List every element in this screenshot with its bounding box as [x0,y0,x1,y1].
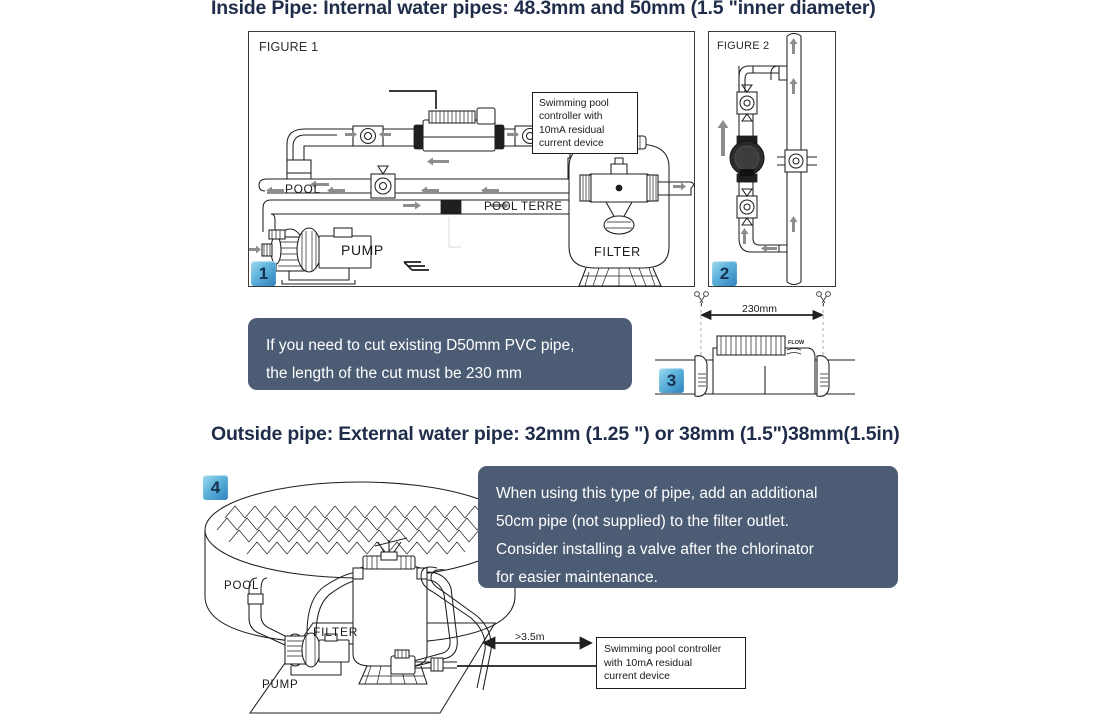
figure-1-leader-line [389,90,437,109]
figure-1-pool-label: POOL [285,182,321,196]
figure-3-artwork: FLOW [655,291,855,397]
figure-1-artwork [249,107,695,287]
badge-step-3: 3 [659,368,684,393]
figure-1-filter-label: FILTER [594,245,641,259]
outside-note-line-3: Consider installing a valve after the ch… [496,541,814,558]
chlorinator-cell-figure1 [413,107,505,152]
figure-2-panel: FIGURE 2 [708,31,836,287]
figure-4-controller-note: Swimming pool controller with 10mA resid… [596,637,746,689]
cut-note-line-1: If you need to cut existing D50mm PVC pi… [266,337,575,354]
outside-note-line-2: 50cm pipe (not supplied) to the filter o… [496,513,789,530]
figure-4-pool-label: POOL [224,580,260,592]
chlorinator-cell-figure2 [729,135,765,183]
figure-1-caption: FIGURE 1 [259,40,319,54]
flow-label: FLOW [788,340,805,346]
scissors-icon-right [816,291,831,306]
controller-note-line-3: 10mA residual [539,124,605,136]
union-right [816,355,830,397]
badge-step-4: 4 [203,475,228,500]
outside-note-line-4: for easier maintenance. [496,569,658,586]
figure-4-distance-label: >3.5m [515,631,545,643]
valve-figure2-upper [736,84,758,122]
valve-figure2-main [777,149,817,173]
controller-note-line-1: Swimming pool [539,98,609,109]
valve-main-line [370,165,396,199]
controller-note-2-line-2: with 10mA residual [604,656,693,669]
figure-3-dimension-label: 230mm [742,303,778,315]
section-heading-inside-pipe: Inside Pipe: Internal water pipes: 48.3m… [211,0,876,19]
section-heading-outside-pipe: Outside pipe: External water pipe: 32mm … [211,423,900,445]
scissors-icon-left [694,291,709,306]
inline-chlorinator-figure4 [390,649,457,675]
badge-step-1: 1 [251,261,276,286]
chlorinator-cell-figure3: FLOW [712,335,816,395]
controller-note-2-line-3: current device [604,670,670,683]
controller-note-line-4: current device [539,138,604,150]
pump-assembly-figure1 [249,227,372,285]
figure-1-panel: FIGURE 1 [248,31,695,287]
figure-4-artwork [204,481,600,714]
callout-outside-note: When using this type of pipe, add an add… [478,466,898,588]
cut-note-line-2: the length of the cut must be 230 mm [266,365,522,382]
badge-step-2: 2 [712,261,737,286]
controller-note-2-line-1: Swimming pool controller [604,643,722,655]
figure-1-controller-note: Swimming pool controller with 10mA resid… [532,92,638,154]
union-left [694,355,708,397]
figure-1-pool-terre-label: POOL TERRE [484,201,563,213]
controller-note-line-2: controller with [539,111,603,123]
pump-assembly-figure4 [284,632,350,676]
filter-tank-figure1 [568,120,695,287]
figure-2-caption: FIGURE 2 [717,40,770,52]
figure-2-artwork [717,32,817,286]
figure-4-pump-label: PUMP [262,679,299,691]
earth-ground-symbol [403,217,461,271]
filter-tank-figure4 [352,537,428,685]
outside-note-line-1: When using this type of pipe, add an add… [496,485,818,502]
valve-figure2-lower [736,188,758,226]
figure-4-filter-label: FILTER [313,625,359,639]
callout-cut-note: If you need to cut existing D50mm PVC pi… [248,318,632,390]
figure-1-pump-label: PUMP [341,242,384,258]
valve-upper-left [345,125,391,147]
